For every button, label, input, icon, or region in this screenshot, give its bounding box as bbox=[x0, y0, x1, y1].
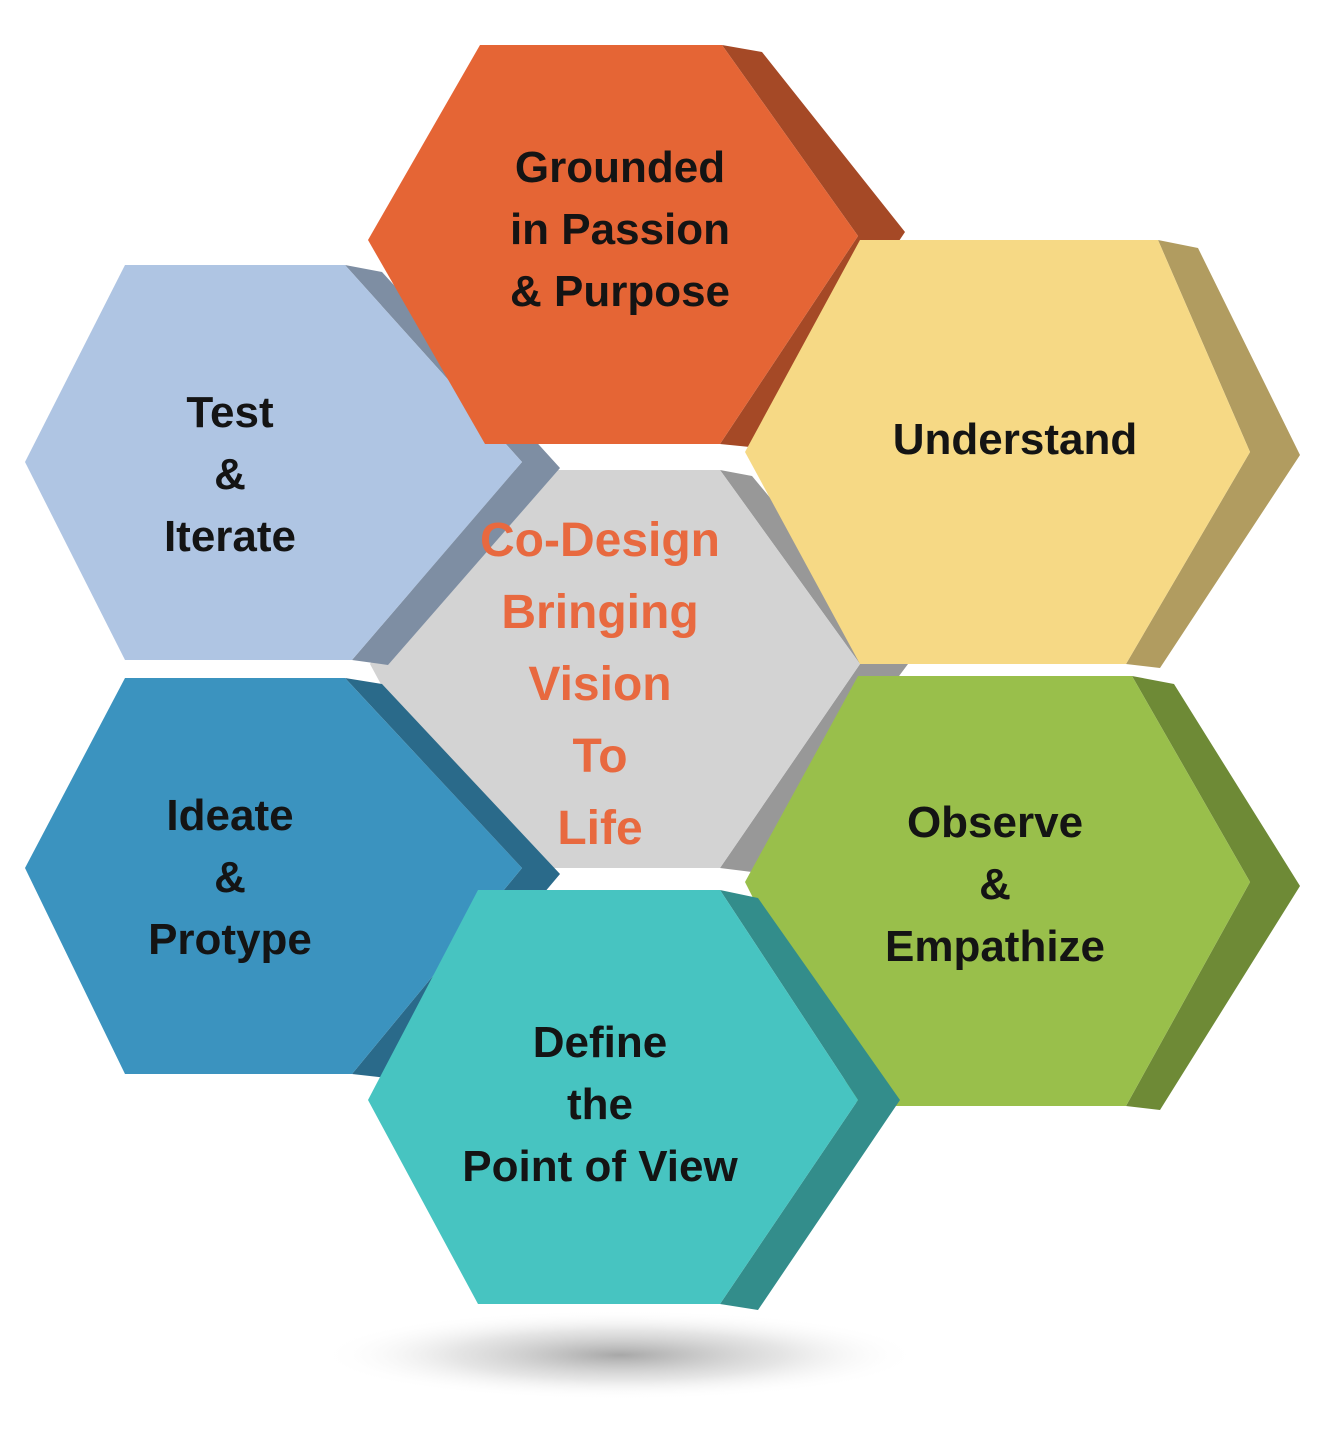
hex-understand-face bbox=[745, 240, 1250, 664]
hex-define-side bbox=[720, 890, 900, 1310]
hex-ideate-face bbox=[25, 678, 522, 1074]
label-line: Define bbox=[532, 1018, 668, 1067]
hex-grounded-label: Grounded in Passion & Purpose bbox=[400, 130, 840, 330]
label-line: Ideate bbox=[166, 791, 294, 840]
hex-define-face bbox=[368, 890, 858, 1304]
hex-define-label: Define the Point of View bbox=[400, 1005, 800, 1205]
label-line: & bbox=[979, 860, 1011, 909]
hex-observe bbox=[745, 676, 1300, 1110]
label-line: Protype bbox=[148, 915, 312, 964]
label-line: Empathize bbox=[884, 922, 1106, 971]
label-line: & bbox=[214, 853, 246, 902]
hex-test-label: Test & Iterate bbox=[80, 375, 380, 575]
label-line: the bbox=[567, 1080, 633, 1129]
label-line: Observe bbox=[906, 798, 1084, 847]
label-line: Point of View bbox=[462, 1142, 738, 1191]
hex-understand bbox=[745, 240, 1300, 668]
hex-center bbox=[370, 470, 908, 872]
hex-observe-label: Observe & Empathize bbox=[800, 785, 1190, 985]
hex-define bbox=[368, 890, 900, 1310]
hex-grounded-face bbox=[368, 45, 858, 444]
label-line: Grounded bbox=[514, 143, 726, 192]
center-line: Bringing bbox=[501, 586, 699, 639]
hex-test bbox=[25, 265, 560, 665]
center-line: Vision bbox=[528, 658, 672, 711]
hex-center-label: Co-Design Bringing Vision To Life bbox=[420, 505, 780, 865]
hex-observe-face bbox=[745, 676, 1250, 1106]
label-line: Understand bbox=[892, 415, 1138, 464]
hex-ideate-label: Ideate & Protype bbox=[80, 778, 380, 978]
hex-test-face bbox=[25, 265, 522, 660]
hex-center-face bbox=[370, 470, 860, 868]
label-line: in Passion bbox=[509, 205, 731, 254]
hex-understand-label: Understand bbox=[820, 405, 1210, 475]
hex-understand-side bbox=[1126, 240, 1300, 668]
label-line: & bbox=[214, 450, 246, 499]
center-line: To bbox=[572, 730, 628, 783]
hex-observe-side bbox=[1126, 676, 1300, 1110]
hex-test-side bbox=[345, 265, 560, 665]
center-line: Co-Design bbox=[480, 514, 720, 567]
hex-center-side bbox=[720, 470, 908, 872]
floor-shadow bbox=[320, 1310, 920, 1400]
label-line: Iterate bbox=[163, 512, 297, 561]
label-line: Test bbox=[186, 388, 274, 437]
label-line: & Purpose bbox=[509, 267, 731, 316]
center-line: Life bbox=[557, 802, 643, 855]
